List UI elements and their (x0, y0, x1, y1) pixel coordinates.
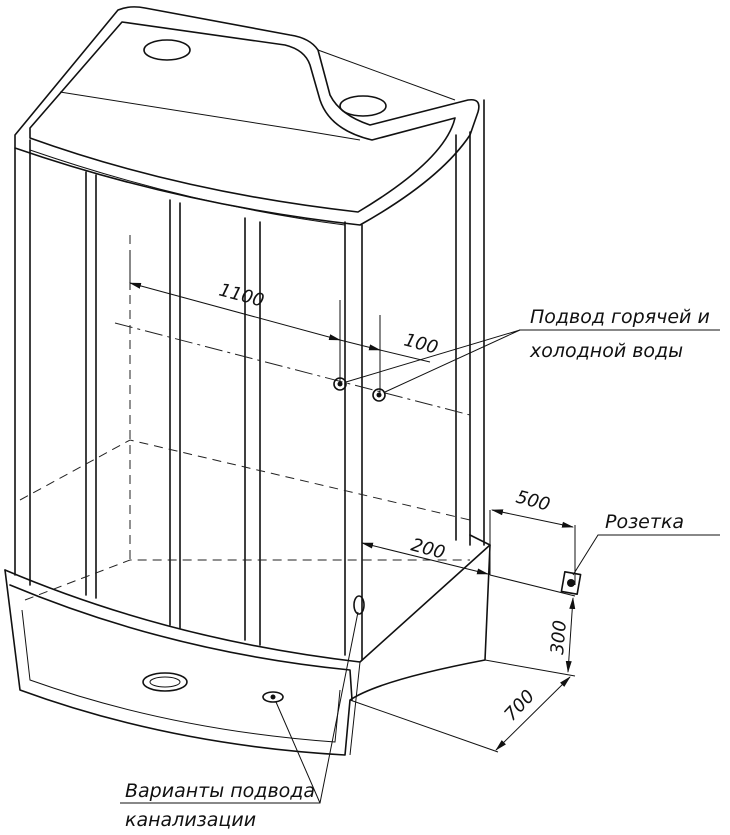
cold-water-inlet-icon (372, 388, 386, 402)
cabin-frame (14, 99, 485, 661)
roof-light-right (339, 95, 387, 117)
water-dimensions: 1100 100 Подвод горячей и холодной воды (114, 250, 720, 416)
dim-700: 700 (500, 686, 539, 725)
socket-icon (560, 570, 582, 596)
socket-label: Розетка (605, 511, 684, 533)
roof-light-left (143, 39, 191, 61)
cabin-roof (14, 6, 480, 226)
drain-label-2: канализации (125, 809, 256, 831)
drain-label-1: Варианты подвода (125, 780, 315, 802)
dim-300: 300 (547, 619, 571, 655)
tray-control-panel (142, 672, 188, 692)
socket-dimensions: 500 200 300 700 Розетка (349, 487, 720, 753)
drain-point-front-icon (262, 691, 284, 703)
dim-500: 500 (514, 487, 553, 516)
water-supply-label-2: холодной воды (529, 340, 683, 362)
dim-1100: 1100 (217, 280, 267, 312)
hot-water-inlet-icon (333, 377, 347, 391)
dim-100: 100 (402, 330, 441, 359)
drain-point-side-icon (353, 595, 365, 615)
dim-200: 200 (409, 535, 448, 564)
shower-tray (4, 534, 491, 756)
drain-options: Варианты подвода канализации (120, 595, 365, 831)
water-supply-label-1: Подвод горячей и (530, 306, 710, 328)
hidden-lines (19, 235, 471, 601)
